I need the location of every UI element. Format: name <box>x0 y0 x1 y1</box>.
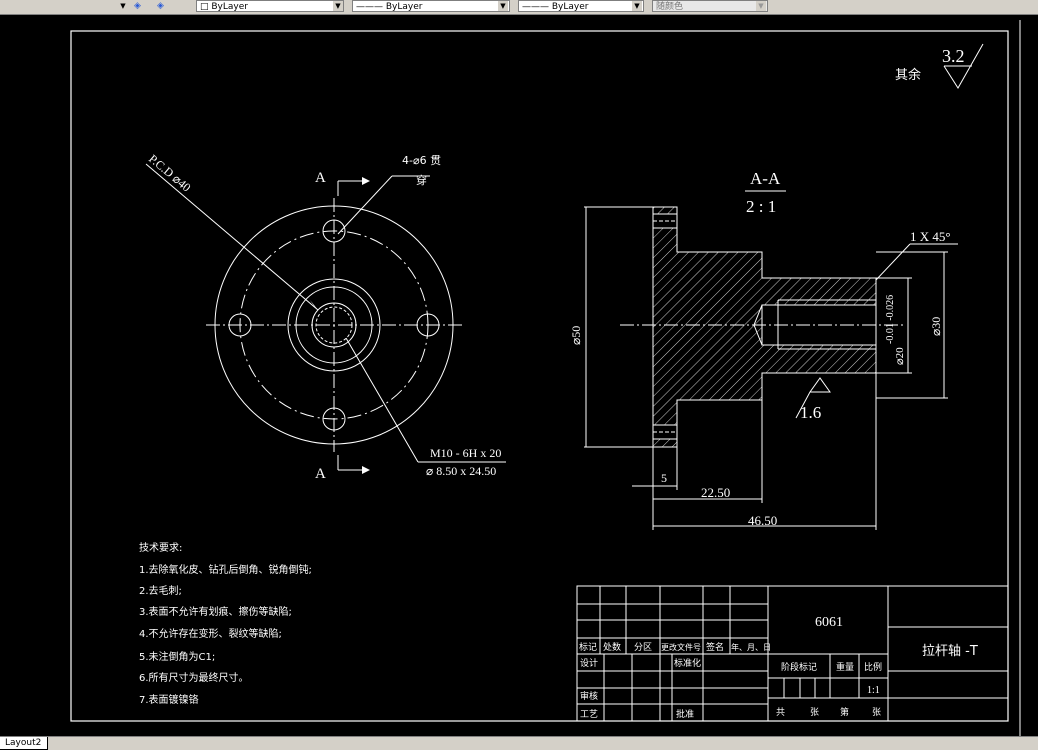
section-arrow-bottom <box>362 466 370 474</box>
roughness-symbol <box>943 43 984 89</box>
sheet2-label: 张 <box>872 707 881 718</box>
tech-item: 5.未注倒角为C1; <box>139 650 215 663</box>
tech-item: 3.表面不允许有划痕、擦伤等缺陷; <box>139 605 292 618</box>
dim-dia30: ⌀30 <box>929 317 943 336</box>
drawing-canvas[interactable]: 其余 3.2 P.C.D ⌀40 A A 4-⌀6 贯 穿 M10 - 6H x… <box>0 15 1038 736</box>
scale-value: 1:1 <box>867 685 880 696</box>
section-mark-top: A <box>315 170 326 186</box>
section-title: A-A <box>750 169 781 188</box>
roughness-value: 3.2 <box>942 46 965 66</box>
properties-toolbar: ▼ ◈ ◈ □ ByLayer ▼ ——— ByLayer ▼ ——— ByLa… <box>0 0 1038 15</box>
review-label: 审核 <box>580 690 598 702</box>
layer-stack-icon[interactable]: ◈ <box>134 1 141 11</box>
section-arrow-top <box>362 177 370 185</box>
section-mark-bottom: A <box>315 466 326 482</box>
dim-22: 22.50 <box>701 485 730 500</box>
section-scale: 2 : 1 <box>746 197 776 216</box>
layer-dropdown-arrow[interactable]: ▼ <box>333 1 343 11</box>
sheet-border <box>70 30 1009 722</box>
drawing-svg: 其余 3.2 P.C.D ⌀40 A A 4-⌀6 贯 穿 M10 - 6H x… <box>70 20 1021 736</box>
dim-tolerance: -0.01 -0.026 <box>885 295 896 344</box>
holes-label: 4-⌀6 贯 <box>402 154 441 167</box>
page-label: 第 <box>840 706 849 718</box>
material-value: 6061 <box>815 615 843 630</box>
tab-layout2[interactable]: Layout2 <box>0 737 49 750</box>
tech-title: 技术要求: <box>139 541 182 554</box>
tech-item: 2.去毛刺; <box>139 585 182 597</box>
pcd-label: P.C.D ⌀40 <box>146 152 193 195</box>
total-label: 共 <box>776 707 785 718</box>
chamfer-label: 1 X 45° <box>910 229 951 244</box>
section-view <box>584 206 958 530</box>
tech-item: 4.不允许存在变形、裂纹等缺陷; <box>139 627 282 640</box>
hdr-date: 年、月、日 <box>731 642 771 652</box>
stage-mark-label: 阶段标记 <box>781 661 817 673</box>
title-block-text: 标记 处数 分区 更改文件号 签名 年、月、日 设计 标准化 审核 工艺 批准 … <box>579 615 978 720</box>
hdr-sign: 签名 <box>706 641 724 653</box>
line-sample-icon: ——— <box>356 2 386 12</box>
linetype-select[interactable]: ——— ByLayer <box>352 0 510 12</box>
lineweight-select[interactable]: ——— ByLayer <box>518 0 644 12</box>
dropdown-arrow[interactable]: ▼ <box>118 1 128 11</box>
line-sample-icon: ——— <box>522 2 552 12</box>
scale-label: 比例 <box>864 661 882 673</box>
layer-properties-icon[interactable]: ◈ <box>157 1 164 11</box>
layer-select[interactable]: □ ByLayer <box>196 0 344 12</box>
hdr-zone: 分区 <box>634 642 652 653</box>
thread-label: M10 - 6H x 20 <box>430 446 501 460</box>
title-block <box>576 585 1009 722</box>
process-label: 工艺 <box>580 709 598 720</box>
square-icon: □ <box>200 2 212 12</box>
hdr-count: 处数 <box>603 641 621 653</box>
hdr-change: 更改文件号 <box>661 642 701 652</box>
holes-label-2: 穿 <box>416 173 427 187</box>
approve-label: 批准 <box>676 708 694 720</box>
plotstyle-select[interactable]: 随颜色 <box>652 0 768 12</box>
dim-dia50: ⌀50 <box>569 326 583 345</box>
dim-dia20: ⌀20 <box>894 347 906 365</box>
tech-item: 7.表面镀镍铬 <box>139 693 199 706</box>
design-label: 设计 <box>580 657 598 669</box>
standard-label: 标准化 <box>674 657 701 669</box>
front-view <box>145 163 506 471</box>
lineweight-dropdown-arrow[interactable]: ▼ <box>632 1 642 11</box>
weight-label: 重量 <box>836 661 854 673</box>
linetype-dropdown-arrow[interactable]: ▼ <box>498 1 508 11</box>
tech-item: 6.所有尺寸为最终尺寸。 <box>139 671 249 684</box>
sheets-label: 张 <box>810 707 819 718</box>
layout-tab-bar: Layout2 <box>0 736 1038 750</box>
tech-item: 1.去除氧化皮、钻孔后倒角、锐角倒钝; <box>139 563 312 576</box>
thread-label-2: ⌀ 8.50 x 24.50 <box>426 464 496 478</box>
part-name: 拉杆轴 -T <box>922 644 978 659</box>
surface-label: 1.6 <box>800 403 821 422</box>
dim-5: 5 <box>661 471 667 485</box>
dim-46: 46.50 <box>748 513 777 528</box>
hdr-mark: 标记 <box>579 641 597 653</box>
roughness-prefix: 其余 <box>895 67 921 83</box>
leader-arrow <box>310 300 318 310</box>
plotstyle-dropdown-arrow[interactable]: ▼ <box>756 1 766 11</box>
